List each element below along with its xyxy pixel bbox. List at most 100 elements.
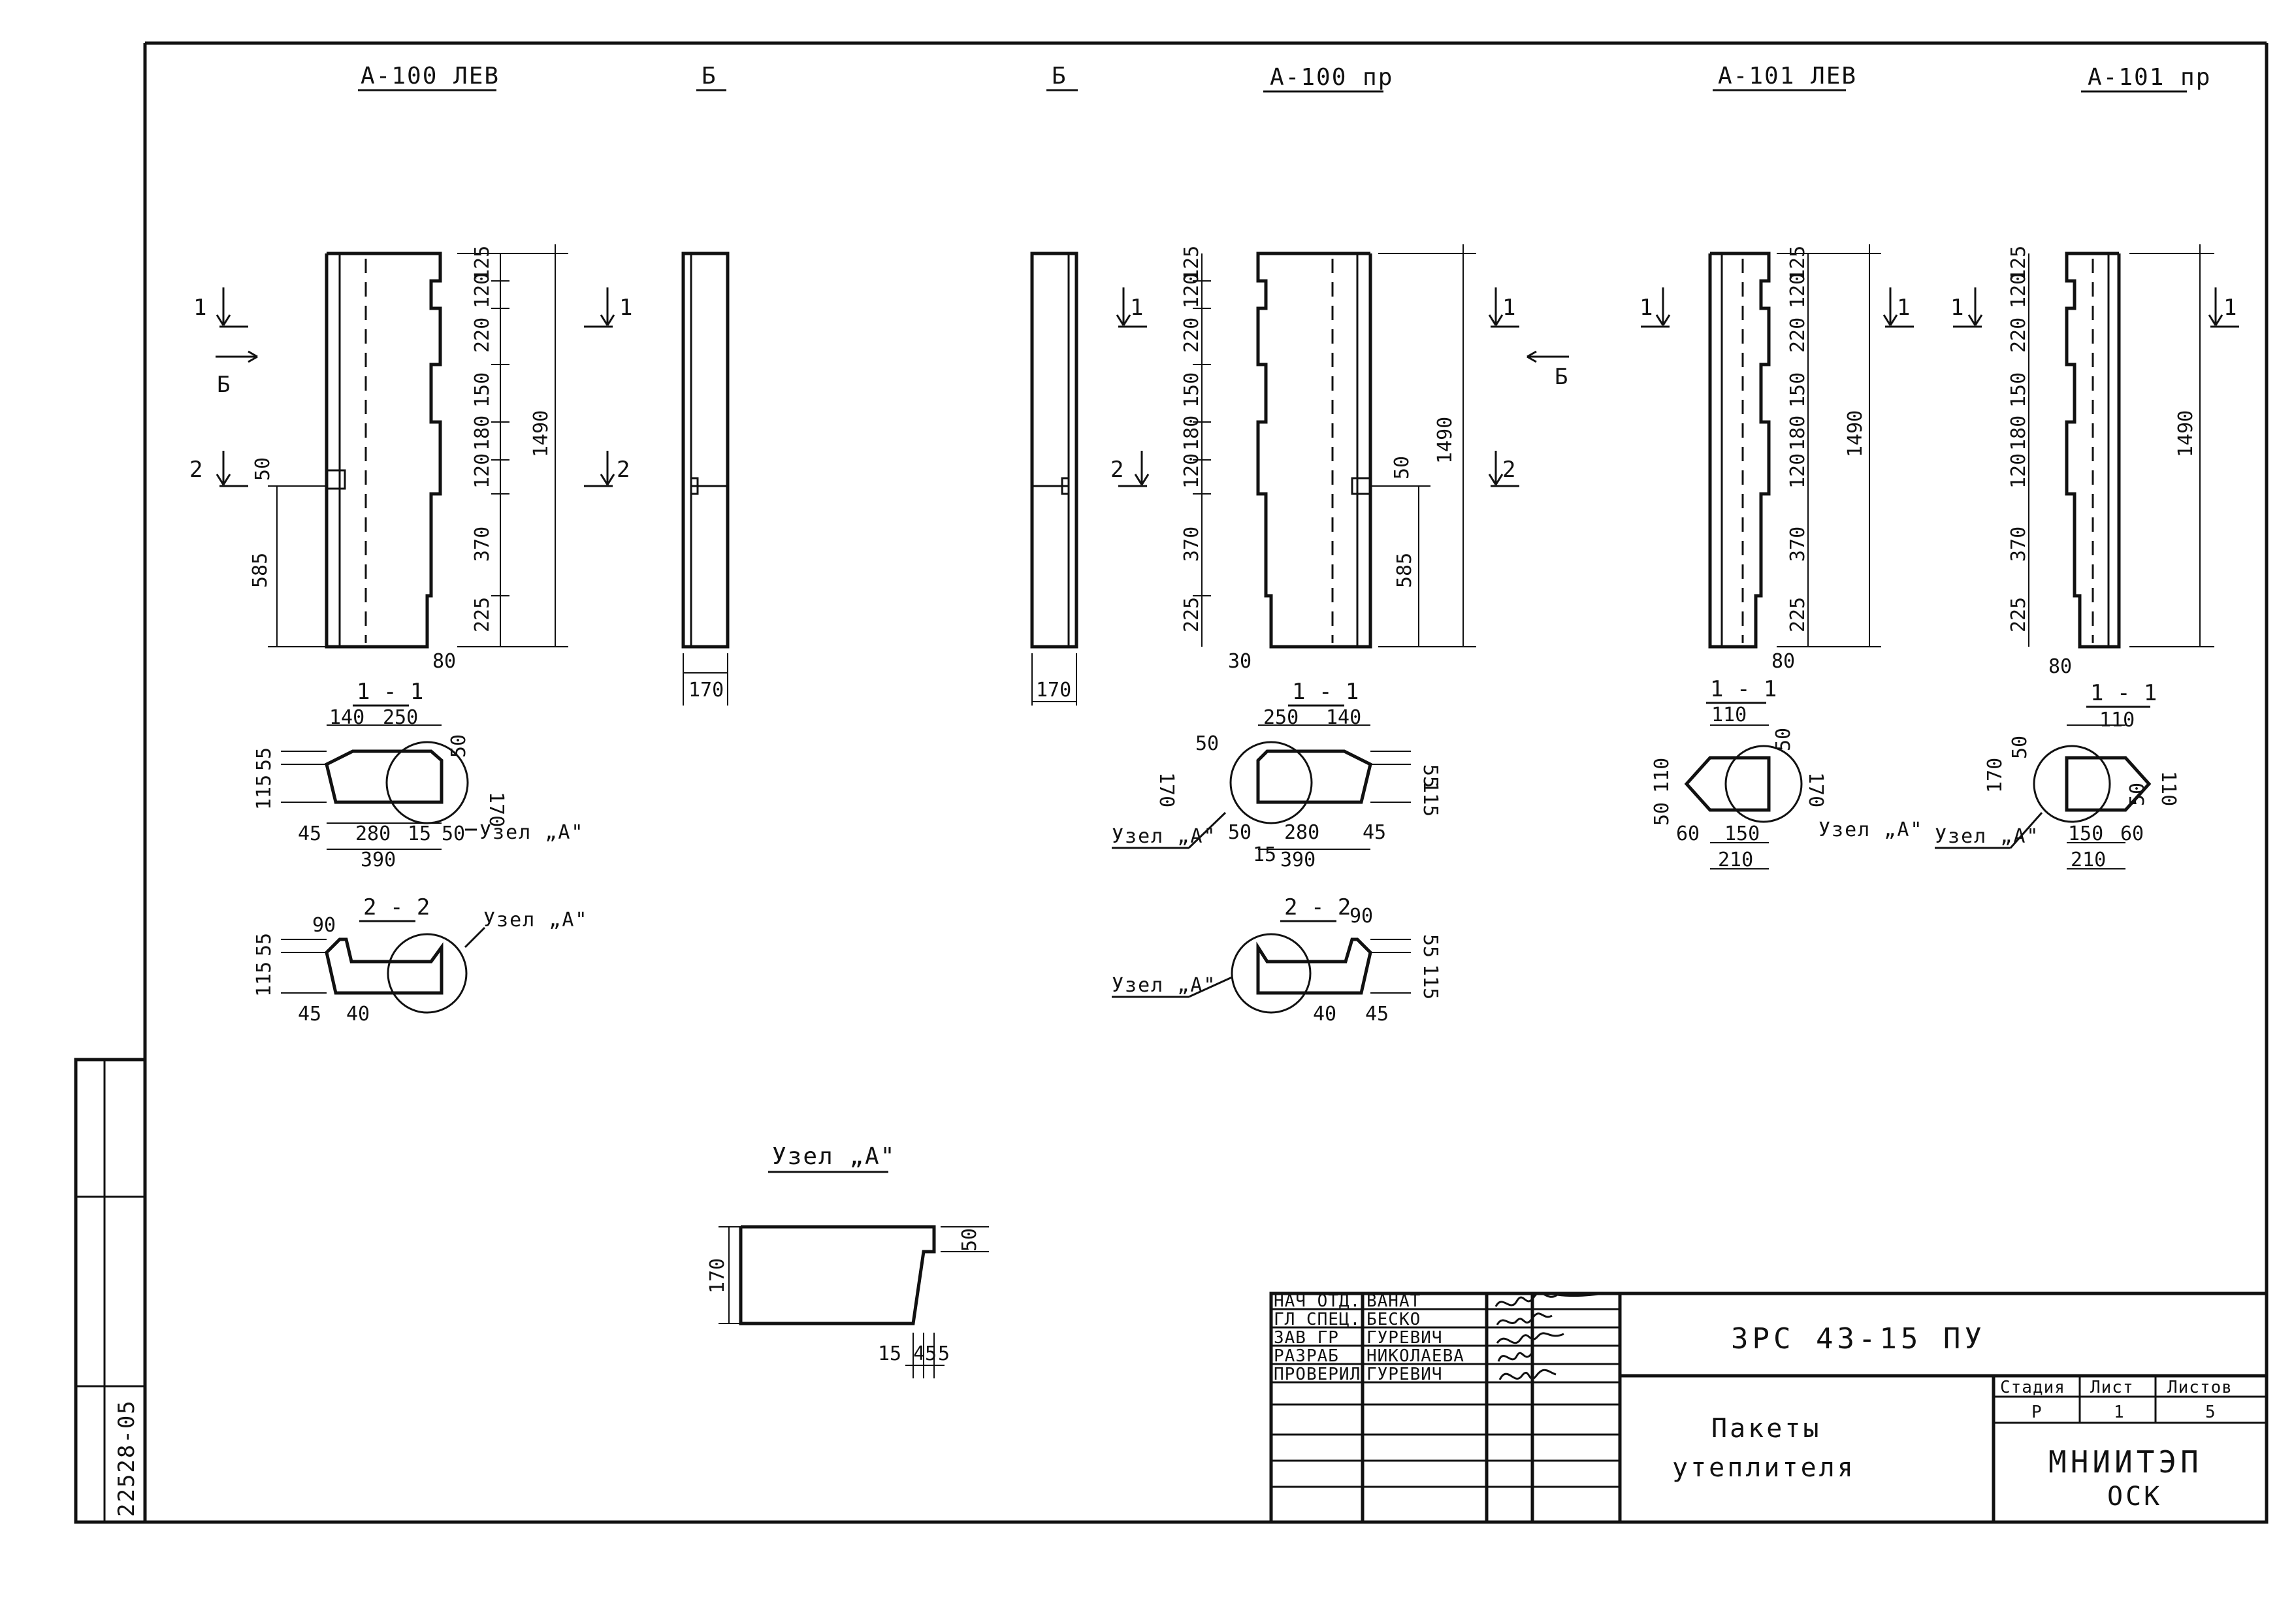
view-headings: А-100 ЛЕВ Б Б А-100 пр А-101 ЛЕВ А-101 п… — [358, 63, 2210, 93]
section-2-2-label-a: 2 - 2 — [363, 894, 430, 920]
dim-55-s-a: 55 — [253, 747, 276, 771]
title-block — [1269, 1291, 2269, 1524]
dim-170-s-b: 170 — [1155, 772, 1178, 807]
section-2-2-a100-pr — [1231, 933, 1411, 1014]
role-2: ГЛ СПЕЦ. — [1274, 1310, 1361, 1329]
dim-80-a: 80 — [432, 650, 456, 673]
dim-170-s-a: 170 — [485, 792, 508, 827]
sheet-value: 1 — [2114, 1403, 2125, 1422]
section-1-1-a100-pr — [1229, 724, 1411, 850]
name-5: ГУРЕВИЧ — [1366, 1365, 1443, 1384]
dim-220-a: 220 — [471, 317, 494, 353]
dim-150-s-d: 150 — [2068, 822, 2103, 845]
dim-390-s-a: 390 — [361, 849, 396, 871]
heading-a100-pr: А-100 пр — [1270, 64, 1393, 91]
title-line-2: утеплителя — [1672, 1453, 1856, 1483]
dim-120-b: 120 — [1180, 273, 1203, 308]
dim-120b-c: 120 — [1786, 453, 1809, 489]
dim-50-s-b: 50 — [1195, 732, 1219, 755]
dim-45-s-a: 45 — [298, 822, 321, 845]
dim-140-b: 140 — [1326, 706, 1361, 729]
dim-125-a: 125 — [471, 246, 494, 281]
dim-370-d: 370 — [2007, 527, 2030, 562]
dim-40-s2-a: 40 — [346, 1003, 370, 1026]
dim-225-d: 225 — [2007, 597, 2030, 632]
view-b-1 — [681, 252, 730, 706]
dim-90-s2-a: 90 — [312, 914, 336, 937]
dim-1490-a: 1490 — [530, 410, 553, 457]
dim-210-s-d: 210 — [2071, 849, 2106, 871]
dim-55-s2-b: 55 — [1419, 934, 1442, 958]
dim-170-b2: 170 — [1036, 679, 1071, 702]
department: ОСК — [2107, 1482, 2162, 1512]
title-line-1: Пакеты — [1711, 1414, 1822, 1444]
role-4: РАЗРАБ — [1274, 1346, 1339, 1366]
dim-50b-s-a: 50 — [442, 822, 465, 845]
panel-a101-pr — [2028, 244, 2214, 649]
organization: МНИИТЭП — [2048, 1444, 2203, 1480]
panel-a100-lev — [268, 244, 568, 649]
dim-55-s-b: 55 — [1419, 764, 1442, 788]
dim-90-s2-b: 90 — [1349, 905, 1373, 928]
mark-b-a: Б — [217, 372, 230, 398]
dim-370-c: 370 — [1786, 527, 1809, 562]
dim-15-s-a: 15 — [408, 822, 431, 845]
dim-110b-s-c: 110 — [1651, 758, 1673, 793]
signature-5 — [1498, 1369, 1557, 1380]
detail-dim-50: 50 — [958, 1228, 981, 1252]
dim-180-c: 180 — [1786, 415, 1809, 451]
dim-120-d: 120 — [2007, 273, 2030, 308]
dim-50-a: 50 — [251, 457, 274, 481]
dim-45-s-b: 45 — [1363, 821, 1386, 844]
dim-250-a: 250 — [383, 706, 418, 729]
mark-1-a-right: 1 — [619, 295, 632, 321]
dim-585-a: 585 — [249, 553, 272, 588]
dim-170-b1: 170 — [688, 679, 724, 702]
dim-585-b: 585 — [1393, 553, 1416, 588]
section-2-2-label-b: 2 - 2 — [1284, 894, 1351, 920]
section-marks-a100-lev — [216, 287, 615, 487]
sheets-value: 5 — [2205, 1403, 2216, 1422]
signature-1 — [1494, 1292, 1604, 1307]
dim-140-a: 140 — [329, 706, 364, 729]
callout-node-a-1: Узел „А" — [479, 821, 585, 844]
panel-a100-pr — [1193, 244, 1476, 649]
signature-3 — [1496, 1332, 1564, 1344]
dim-150-d: 150 — [2007, 372, 2030, 408]
dim-50-b: 50 — [1391, 456, 1414, 479]
name-3: ГУРЕВИЧ — [1366, 1328, 1443, 1348]
dim-110b-s-d: 110 — [2157, 771, 2180, 806]
dim-15-s-b: 15 — [1253, 843, 1276, 866]
detail-dim-5: 5 — [938, 1342, 950, 1365]
sheets-label: Листов — [2167, 1378, 2233, 1397]
detail-dim-170: 170 — [706, 1258, 729, 1293]
dim-180-b: 180 — [1180, 415, 1203, 451]
document-code: ЗРС 43-15 ПУ — [1731, 1322, 1986, 1356]
dim-120b-d: 120 — [2007, 453, 2030, 489]
mark-1-b-right: 1 — [1502, 295, 1515, 321]
dim-225-a: 225 — [471, 597, 494, 632]
section-marks-a101-pr — [1953, 287, 2239, 328]
mark-2-a-right: 2 — [617, 457, 630, 483]
dim-180-a: 180 — [471, 415, 494, 451]
dim-45-s2-a: 45 — [298, 1003, 321, 1026]
dim-170-s-c: 170 — [1804, 772, 1827, 807]
dim-115-s2-a: 115 — [253, 962, 276, 997]
mark-1-c-left: 1 — [1640, 295, 1653, 321]
section-2-2-a100-lev — [281, 926, 486, 1014]
dim-1490-c: 1490 — [1844, 410, 1867, 457]
dim-280-s-a: 280 — [355, 822, 391, 845]
dim-150-b: 150 — [1180, 372, 1203, 408]
mark-2-b-left: 2 — [1110, 457, 1123, 483]
section-1-1-label-d: 1 - 1 — [2090, 680, 2157, 706]
dim-115-s-a: 115 — [253, 775, 276, 810]
dim-40-s2-b: 40 — [1313, 1003, 1336, 1026]
dim-220-b: 220 — [1180, 317, 1203, 353]
section-1-1-label-c: 1 - 1 — [1710, 676, 1777, 702]
dim-150-c: 150 — [1786, 372, 1809, 408]
dim-390-s-b: 390 — [1280, 849, 1316, 871]
dim-50-s-a: 50 — [447, 734, 470, 758]
name-1: ВАНАТ — [1366, 1291, 1421, 1311]
dim-220-d: 220 — [2007, 317, 2030, 353]
